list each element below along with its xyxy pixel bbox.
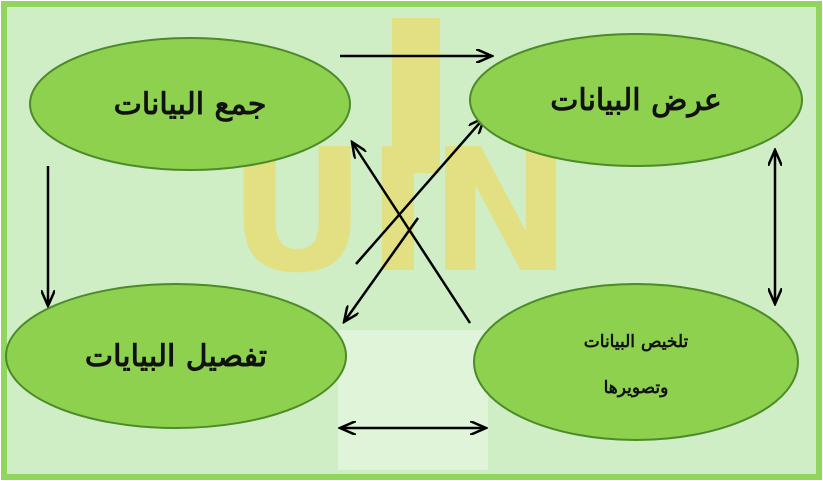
node-detail-label: تفصيل البيايات xyxy=(85,339,267,374)
node-detail: تفصيل البيايات xyxy=(5,283,347,429)
node-summarize: تلخيص البيانات وتصويرها xyxy=(473,283,799,441)
node-display-shape xyxy=(469,33,803,167)
arrow-to-display-diagonal xyxy=(355,118,484,265)
watermark-block xyxy=(338,330,488,470)
arrow-summarize-to-collect xyxy=(352,142,472,324)
node-summarize-shape xyxy=(473,283,799,441)
node-display: عرض البيانات xyxy=(469,33,803,167)
node-summarize-label-line1: تلخيص البيانات xyxy=(584,332,689,352)
node-detail-shape xyxy=(5,283,347,429)
arrows xyxy=(48,56,775,428)
watermark-bar xyxy=(392,18,440,173)
node-collect: جمع البيانات xyxy=(29,37,351,171)
arrow-to-detail-diagonal xyxy=(344,217,420,322)
node-summarize-label-line2: وتصويرها xyxy=(604,378,669,398)
node-display-label: عرض البيانات xyxy=(550,83,722,118)
node-collect-shape xyxy=(29,37,351,171)
node-collect-label: جمع البيانات xyxy=(114,87,267,122)
